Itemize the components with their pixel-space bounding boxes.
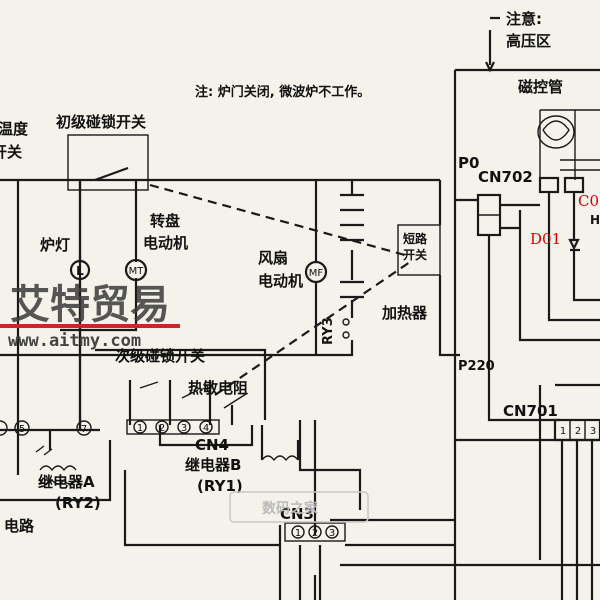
- c01-label: C01: [578, 192, 600, 210]
- fan-label-2: 电动机: [258, 272, 303, 290]
- cn3-terminals: 1 2 3: [284, 522, 346, 542]
- svg-text:1: 1: [295, 528, 301, 539]
- svg-text:MT: MT: [129, 266, 145, 277]
- relay-a-code: (RY2): [55, 494, 101, 512]
- svg-text:7: 7: [81, 424, 87, 435]
- magnetron-label: 磁控管: [518, 78, 563, 96]
- p220-label: P220: [458, 359, 495, 374]
- cn701-label: CN701: [503, 402, 558, 420]
- cn3-label: CN3: [280, 505, 314, 523]
- svg-text:1: 1: [560, 426, 566, 437]
- primary-interlock-label: 初级碰锁开关: [56, 113, 146, 131]
- short-switch-label-2: 开关: [403, 247, 427, 262]
- thermistor-label: 热敏电阻: [188, 379, 248, 397]
- svg-text:5: 5: [19, 424, 25, 435]
- fan-label-1: 风扇: [258, 249, 288, 267]
- brand-watermark: 艾特贸易 www.aitmy.com: [0, 282, 180, 351]
- temp-switch-label-1: 温度: [0, 120, 29, 138]
- circuit-tail-label: 电路: [4, 517, 35, 535]
- svg-text:2: 2: [575, 426, 581, 437]
- cn702-label: CN702: [478, 168, 533, 186]
- secondary-interlock-label: 次级碰锁开关: [115, 347, 205, 365]
- svg-text:艾特贸易: 艾特贸易: [10, 282, 170, 328]
- svg-text:3: 3: [329, 528, 335, 539]
- turntable-motor-symbol: MT: [124, 258, 148, 282]
- fan-motor-symbol: MF: [304, 260, 328, 284]
- wiring: [0, 16, 600, 600]
- d01-label: D01: [530, 230, 561, 248]
- relay-b-name: 继电器B: [185, 456, 241, 474]
- cn4-label: CN4: [195, 436, 229, 454]
- short-switch-label-1: 短路: [403, 231, 428, 246]
- svg-text:L: L: [76, 264, 84, 278]
- svg-text:3: 3: [590, 426, 596, 437]
- p0-label: P0: [458, 154, 479, 172]
- lamp-symbol: L: [69, 259, 91, 281]
- left-terminals: 5 7: [0, 420, 92, 436]
- svg-text:1: 1: [137, 423, 143, 434]
- turntable-label-2: 电动机: [143, 234, 188, 252]
- svg-text:www.aitmy.com: www.aitmy.com: [8, 331, 141, 351]
- h-mark: H: [590, 213, 600, 227]
- note-text: 注: 炉门关闭, 微波炉不工作。: [195, 84, 370, 100]
- svg-text:2: 2: [312, 528, 318, 539]
- turntable-label-1: 转盘: [150, 212, 180, 230]
- temp-switch-label-2: 开关: [0, 143, 22, 161]
- lamp-label: 炉灯: [40, 236, 70, 254]
- warning-zone: 高压区: [506, 32, 551, 50]
- ry3-label: RY3: [321, 317, 336, 345]
- relay-b-code: (RY1): [197, 477, 243, 495]
- svg-text:MF: MF: [309, 268, 324, 279]
- relay-a-name: 继电器A: [38, 473, 95, 491]
- svg-text:4: 4: [203, 423, 209, 434]
- svg-text:数码之家: 数码之家: [262, 500, 319, 517]
- warning-title: 注意:: [506, 10, 542, 28]
- faint-watermark: 数码之家: [229, 491, 369, 523]
- cn701-terminals: 1 2 3: [560, 426, 596, 437]
- svg-text:2: 2: [159, 423, 165, 434]
- svg-text:3: 3: [181, 423, 187, 434]
- cn4-terminals: 1 2 3 4: [126, 419, 220, 435]
- heater-label: 加热器: [381, 304, 428, 322]
